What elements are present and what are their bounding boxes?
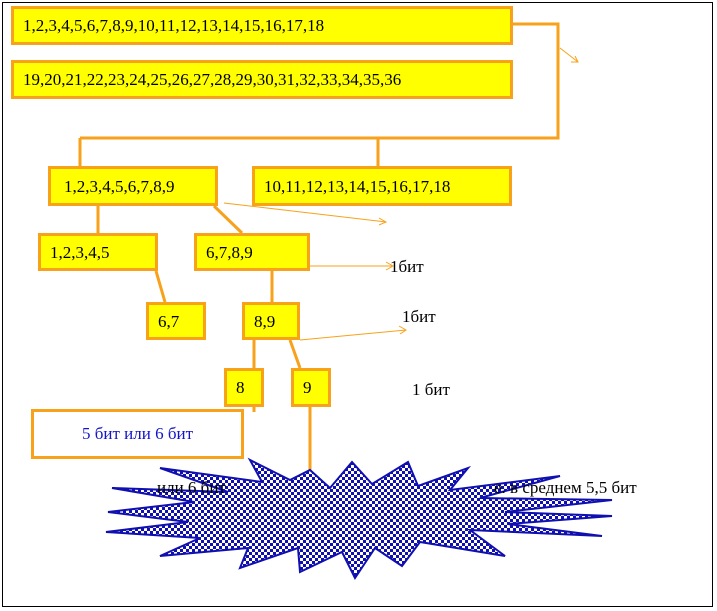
explosion-burst-shape [105, 457, 613, 580]
box-6-9: 6,7,8,9 [194, 233, 310, 271]
connector-to-6-7 [154, 270, 167, 303]
burst-text-left: или 6 бит [157, 478, 226, 497]
connector-root-right [378, 22, 560, 140]
box-1-5: 1,2,3,4,5 [38, 233, 158, 271]
bit-label-2: 1бит [402, 307, 436, 326]
connector-to-9 [288, 339, 302, 369]
box-1-9: 1,2,3,4,5,6,7,8,9 [48, 166, 218, 206]
box-8: 8 [224, 368, 264, 407]
box-19-36: 19,20,21,22,23,24,25,26,27,28,29,30,31,3… [11, 60, 513, 99]
result-box: 5 бит или 6 бит [31, 409, 244, 459]
bit-label-1: 1бит [390, 257, 424, 276]
connector-to-6-9 [212, 204, 244, 235]
box-8-9: 8,9 [242, 302, 300, 340]
box-10-18: 10,11,12,13,14,15,16,17,18 [252, 166, 512, 206]
box-9: 9 [291, 368, 331, 407]
box-6-7: 6,7 [146, 302, 206, 340]
box-1-18: 1,2,3,4,5,6,7,8,9,10,11,12,13,14,15,16,1… [11, 6, 513, 45]
bit-label-3: 1 бит [412, 380, 450, 399]
burst-text-right: е. в среднем 5,5 бит [494, 478, 637, 497]
